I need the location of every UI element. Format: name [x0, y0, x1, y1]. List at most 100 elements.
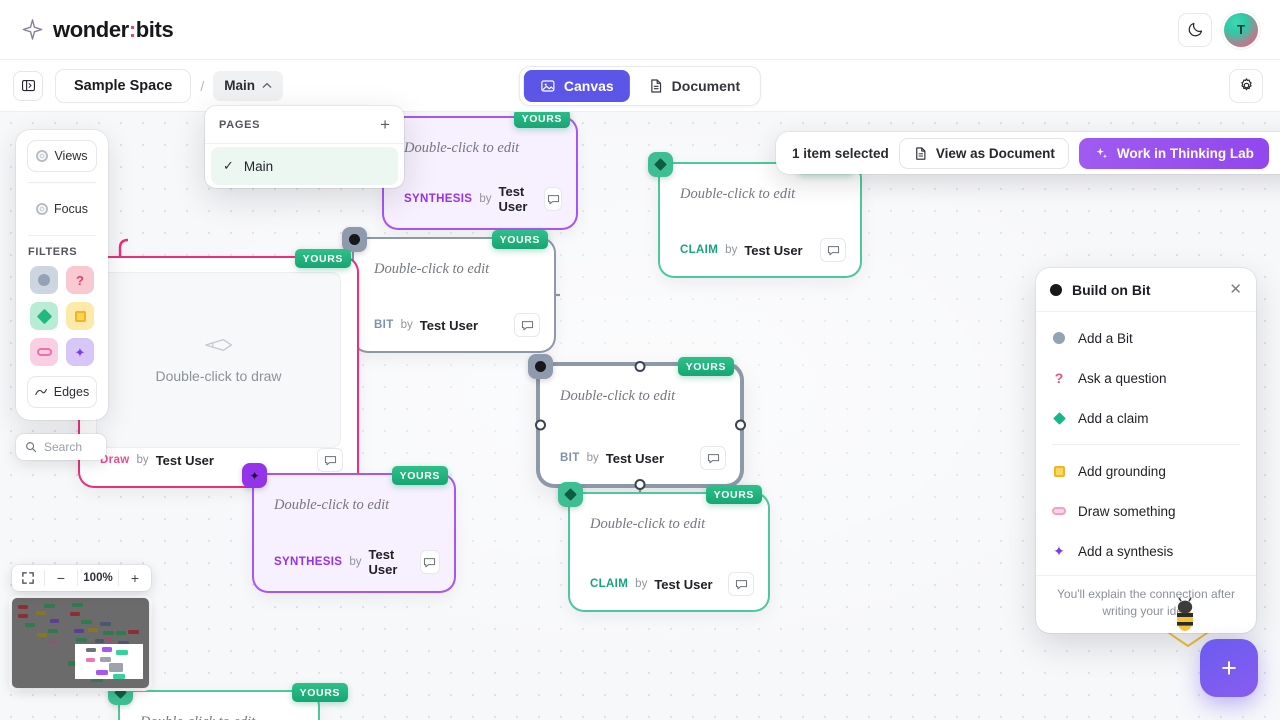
fit-to-screen-button[interactable] [12, 565, 44, 591]
filter-grounding[interactable] [66, 302, 94, 330]
breadcrumb-page-dropdown[interactable]: Main [213, 70, 283, 101]
canvas-node-claim-bottom[interactable]: Double-click to edit by Test User YOURS [108, 680, 348, 720]
node-meta: CLAIM by Test User [660, 238, 860, 276]
edges-button[interactable]: Edges [27, 376, 97, 408]
canvas-node-bit-upper[interactable]: Double-click to edit BIT by Test User YO… [342, 227, 554, 351]
add-button-fab[interactable]: + [1200, 639, 1258, 697]
node-type-handle[interactable] [558, 482, 583, 507]
comment-button[interactable] [419, 550, 440, 574]
resize-handle-left[interactable] [534, 419, 546, 431]
add-page-button[interactable]: + [380, 115, 390, 134]
zoom-in-button[interactable]: + [130, 570, 140, 586]
filter-bit[interactable] [30, 266, 58, 294]
filter-claim[interactable] [30, 302, 58, 330]
pages-item-main[interactable]: ✓ Main [211, 147, 398, 185]
draw-placeholder-area[interactable]: Double-click to draw [96, 272, 341, 448]
menu-item-label: Add a synthesis [1078, 543, 1174, 559]
node-type-handle[interactable] [648, 152, 673, 177]
node-body[interactable]: Double-click to edit BIT by Test User [354, 239, 554, 351]
canvas-node-claim-topright[interactable]: Double-click to edit CLAIM by Test User … [648, 152, 860, 276]
avatar[interactable]: T [1224, 12, 1258, 47]
canvas-node-synthesis-top[interactable]: Double-click to edit SYNTHESIS by Test U… [372, 106, 576, 228]
minimap-node [81, 620, 92, 624]
zoom-out-button[interactable]: − [56, 570, 66, 586]
draw-capsule-icon [1052, 507, 1066, 515]
node-body[interactable]: Double-click to edit CLAIM by Test User [570, 494, 768, 610]
minimap-node [44, 604, 55, 608]
minimap-node [76, 638, 87, 642]
resize-handle-bottom[interactable] [634, 478, 646, 490]
tab-canvas[interactable]: Canvas [523, 69, 630, 102]
node-author: Test User [605, 450, 665, 466]
menu-item-draw-something[interactable]: Draw something [1036, 491, 1256, 531]
canvas-node-synthesis-lower[interactable]: Double-click to edit SYNTHESIS by Test U… [242, 463, 454, 591]
comment-icon [424, 557, 436, 567]
node-body[interactable]: Double-click to edit CLAIM by Test User [660, 164, 860, 276]
menu-item-add-a-synthesis[interactable]: ✦ Add a synthesis [1036, 531, 1256, 571]
yours-badge: YOURS [491, 230, 548, 249]
minimap-node [88, 628, 98, 632]
panel-divider-2 [28, 235, 96, 236]
work-in-thinking-lab-label: Work in Thinking Lab [1116, 145, 1254, 161]
menu-item-add-a-claim[interactable]: Add a claim [1036, 398, 1256, 438]
node-author: Test User [155, 452, 214, 468]
zoom-level-value[interactable]: 100% [83, 572, 113, 584]
menu-item-label: Draw something [1078, 503, 1176, 519]
views-button[interactable]: Views [27, 140, 97, 172]
canvas-node-draw-left[interactable]: Double-click to draw Draw by Test User Y… [68, 246, 357, 486]
node-kind-label: SYNTHESIS [274, 556, 343, 568]
synthesis-sparkle-icon: ✦ [74, 344, 86, 360]
pages-dropdown-header: PAGES + [205, 106, 404, 144]
brand-logo[interactable]: wonder:bits [22, 16, 174, 43]
focus-button[interactable]: Focus [27, 193, 97, 225]
menu-item-add-grounding[interactable]: Add grounding [1036, 451, 1256, 491]
comment-button[interactable] [820, 238, 846, 262]
brand-word-2: bits [135, 16, 174, 42]
node-type-handle[interactable]: ✦ [242, 463, 267, 488]
breadcrumb-space[interactable]: Sample Space [55, 68, 192, 103]
node-by-word: by [400, 319, 413, 331]
views-label: Views [54, 149, 88, 163]
node-kind-label: BIT [560, 452, 580, 464]
comment-button[interactable] [317, 448, 343, 472]
work-in-thinking-lab-button[interactable]: Work in Thinking Lab [1078, 137, 1269, 169]
node-type-handle[interactable] [528, 354, 553, 379]
close-icon[interactable]: ✕ [1229, 281, 1242, 298]
tab-canvas-label: Canvas [563, 77, 614, 94]
canvas-node-claim-lower[interactable]: Double-click to edit CLAIM by Test User … [558, 482, 768, 610]
minimap-node [116, 650, 128, 655]
build-on-bit-panel: Build on Bit ✕ Add a Bit ? Ask a questio… [1036, 268, 1256, 633]
settings-button[interactable] [1229, 68, 1263, 103]
mode-switch: Canvas Document [518, 65, 762, 106]
theme-toggle-button[interactable] [1178, 12, 1212, 47]
bit-dot-icon [1050, 283, 1062, 296]
comment-button[interactable] [728, 572, 754, 596]
search-box[interactable]: Search [16, 434, 106, 460]
node-body[interactable]: Double-click to edit by Test User [120, 692, 318, 720]
filter-draw[interactable] [30, 338, 58, 366]
filter-question[interactable]: ? [66, 266, 94, 294]
node-body[interactable]: Double-click to edit SYNTHESIS by Test U… [254, 475, 454, 591]
view-as-document-button[interactable]: View as Document [898, 137, 1069, 169]
filter-synthesis[interactable]: ✦ [66, 338, 94, 366]
menu-item-ask-a-question[interactable]: ? Ask a question [1036, 358, 1256, 398]
node-body[interactable]: Double-click to edit BIT by Test User [540, 366, 740, 484]
comment-button[interactable] [700, 446, 726, 470]
menu-item-add-a-bit[interactable]: Add a Bit [1036, 318, 1256, 358]
minimap[interactable] [12, 598, 149, 688]
comment-button[interactable] [544, 187, 562, 211]
node-by-word: by [635, 578, 648, 590]
minimap-node [74, 629, 84, 633]
canvas-node-bit-selected[interactable]: Double-click to edit BIT by Test User YO… [528, 354, 746, 490]
node-body[interactable]: Double-click to draw Draw by Test User [80, 258, 357, 486]
comment-button[interactable] [514, 313, 540, 337]
top-bar-actions: T [1178, 12, 1258, 47]
tab-document[interactable]: Document [632, 70, 756, 102]
resize-handle-top[interactable] [634, 360, 646, 372]
resize-handle-right[interactable] [734, 419, 746, 431]
node-placeholder-text: Double-click to edit [140, 714, 298, 720]
selection-toolbar: 1 item selected View as Document Work in… [776, 132, 1280, 174]
sidebar-toggle-button[interactable] [13, 70, 43, 101]
node-body[interactable]: Double-click to edit SYNTHESIS by Test U… [384, 118, 576, 228]
minimap-node [18, 605, 28, 609]
